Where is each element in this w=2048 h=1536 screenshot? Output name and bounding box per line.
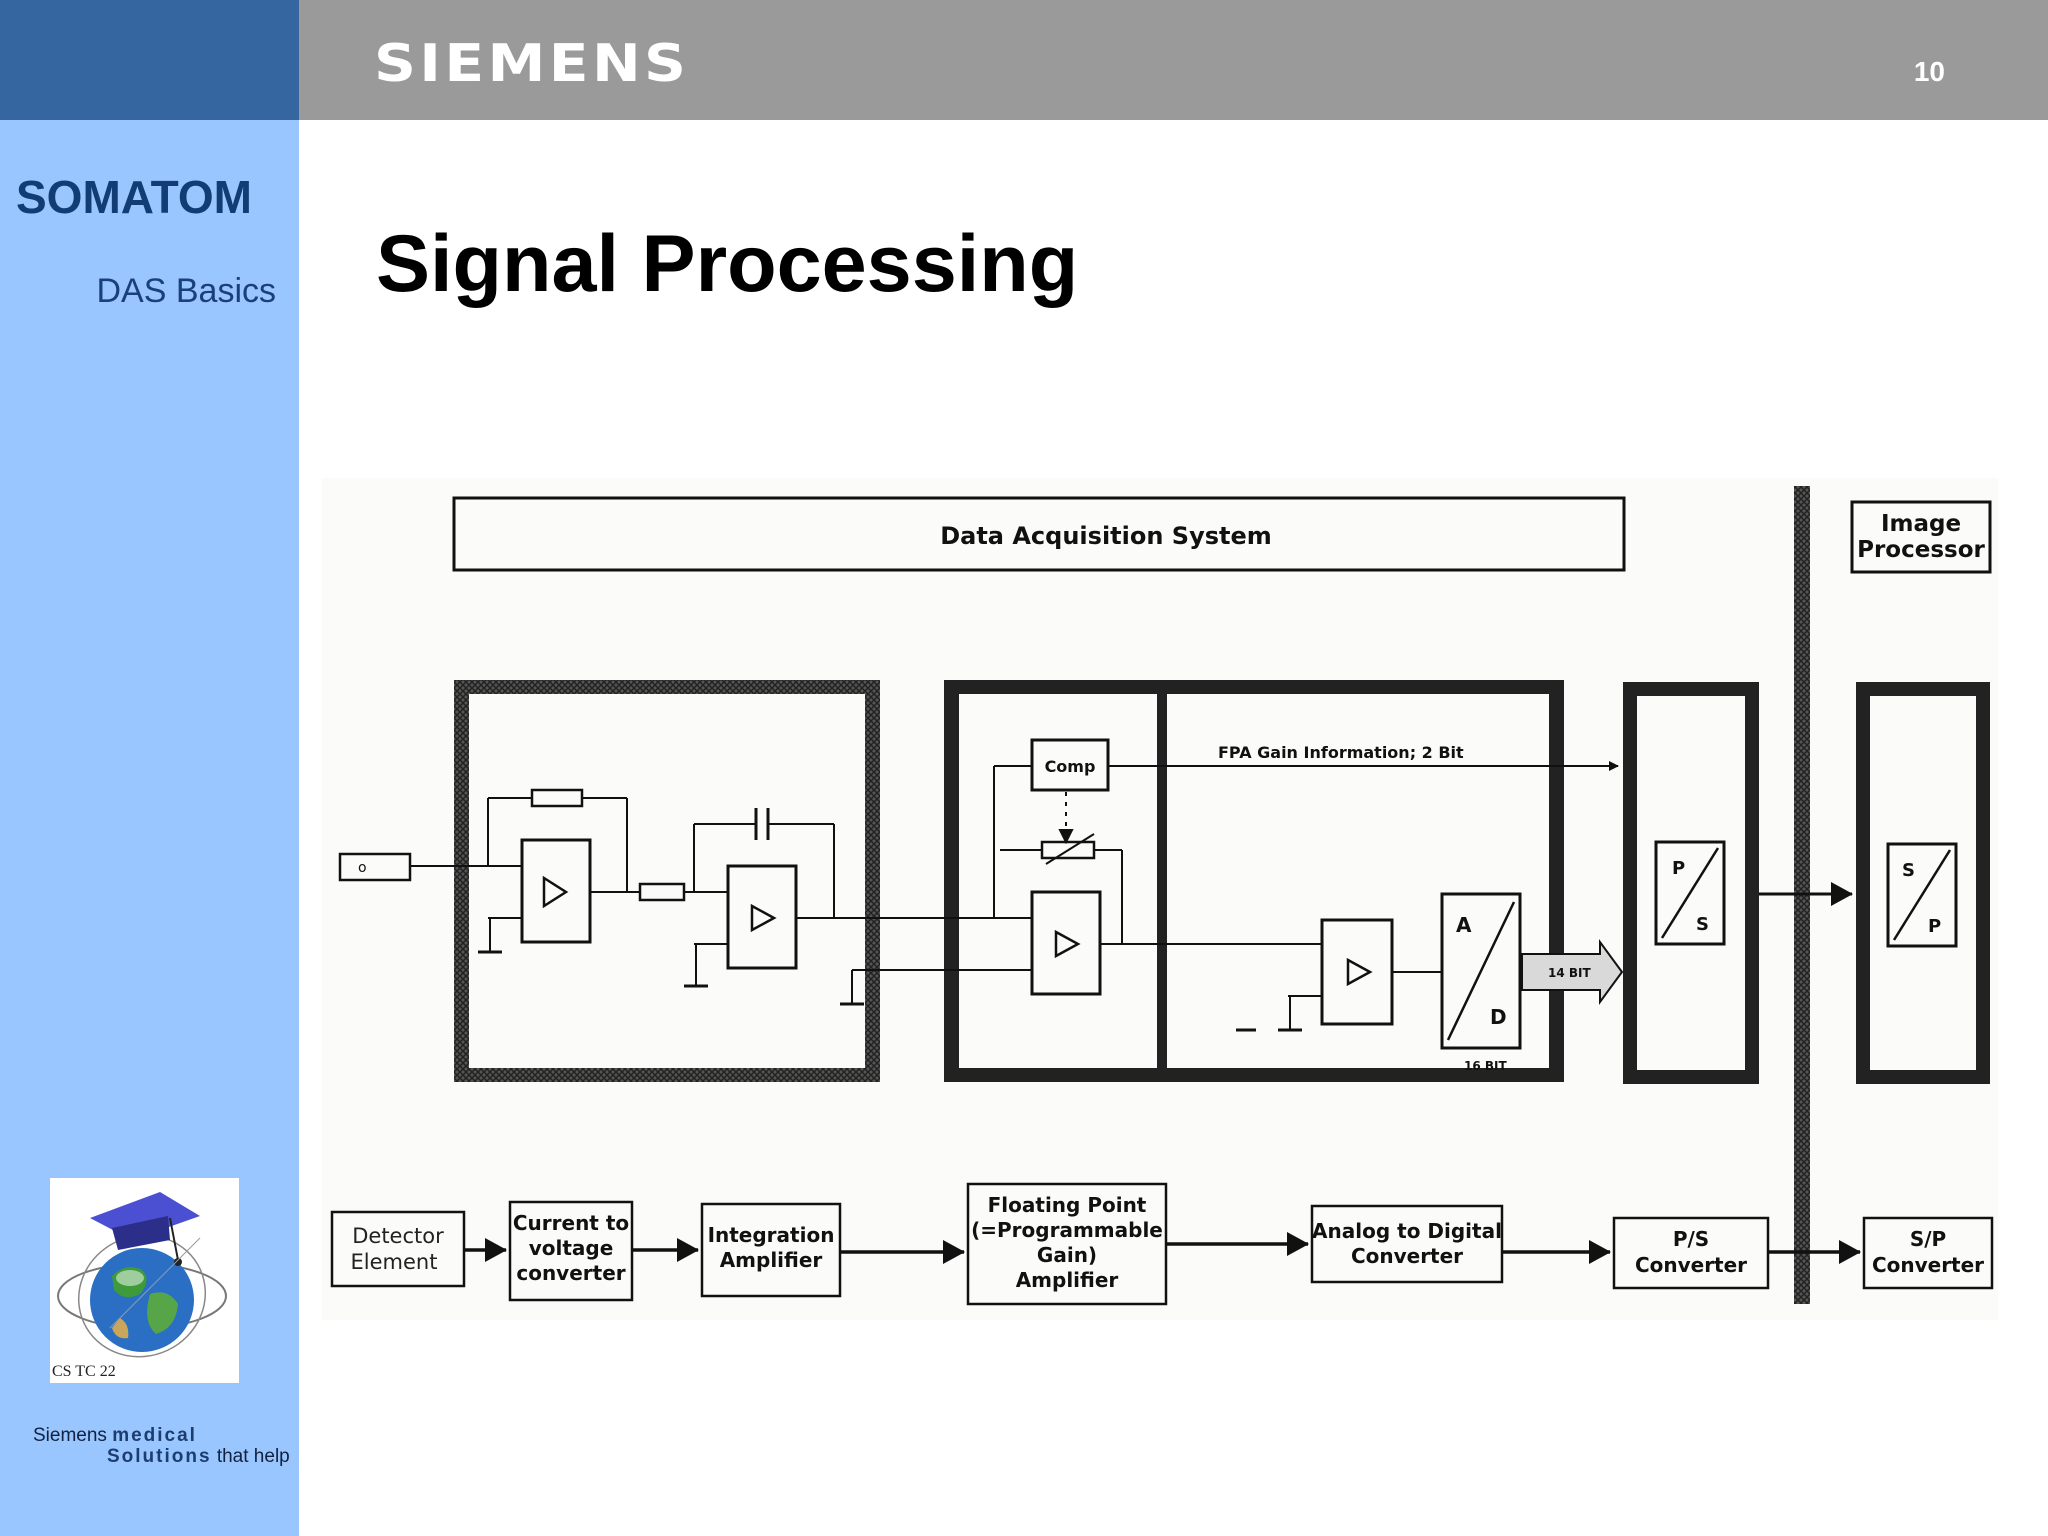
bits-16-label: 16 BIT [1464, 1059, 1507, 1073]
flow-block-detector: Detector Element [330, 1210, 466, 1288]
das-header-label: Data Acquisition System [940, 522, 1272, 550]
svg-text:Amplifier: Amplifier [720, 1248, 823, 1272]
page-number: 10 [1913, 56, 1945, 87]
ps-converter-symbol [1654, 840, 1726, 946]
svg-text:Element: Element [351, 1250, 438, 1274]
adc-a-label: A [1456, 913, 1472, 937]
svg-text:Converter: Converter [1872, 1253, 1984, 1277]
svg-text:Gain): Gain) [1037, 1243, 1097, 1267]
svg-text:Amplifier: Amplifier [1016, 1268, 1119, 1292]
svg-text:converter: converter [516, 1261, 625, 1285]
product-name: SOMATOM [16, 171, 252, 223]
flow-arrows [464, 1232, 1861, 1264]
detector-symbol-label: o [358, 860, 367, 876]
signal-processing-diagram: Data Acquisition System Image Processor … [322, 478, 1998, 1320]
image-processor-label-2: Processor [1857, 537, 1985, 563]
floating-point-amplifier-circuit [993, 738, 1619, 996]
sp-converter-symbol [1886, 842, 1958, 948]
footer-tagline-line2: Solutions that help [107, 1446, 290, 1467]
fpa-gain-label: FPA Gain Information; 2 Bit [1218, 743, 1464, 762]
flow-block-floating-point-amplifier: Floating Point (=Programmable Gain) Ampl… [966, 1182, 1168, 1306]
ps-s-label: S [1696, 914, 1709, 935]
siemens-logo: SIEMENS [374, 34, 690, 94]
diagram-canvas: Data Acquisition System Image Processor … [330, 486, 1994, 1306]
image-processor-label-1: Image [1881, 511, 1961, 537]
flow-block-current-to-voltage: Current to voltage converter [508, 1200, 634, 1302]
svg-text:Integration: Integration [708, 1223, 835, 1247]
ps-p-label: P [1672, 858, 1685, 879]
slide-title: Signal Processing [376, 219, 1079, 309]
adc-symbol [1440, 892, 1522, 1050]
das-header-box [452, 496, 1626, 572]
svg-text:Converter: Converter [1635, 1253, 1747, 1277]
board-frame-1 [454, 680, 880, 1082]
flow-block-integration-amplifier: Integration Amplifier [700, 1202, 842, 1298]
flow-block-sp-converter: S/P Converter [1862, 1216, 1994, 1290]
adc-d-label: D [1490, 1005, 1507, 1029]
detector-element-symbol [338, 852, 412, 882]
bus-14bit-arrow [1521, 938, 1624, 1006]
sp-s-label: S [1902, 860, 1915, 881]
svg-text:Detector: Detector [352, 1224, 444, 1248]
svg-text:Converter: Converter [1351, 1244, 1463, 1268]
module-name: DAS Basics [96, 272, 277, 310]
svg-text:Analog to Digital: Analog to Digital [1312, 1219, 1502, 1243]
emblem-label: CS TC 22 [52, 1363, 116, 1380]
image-processor-box [1850, 500, 1992, 574]
svg-text:(=Programmable: (=Programmable [971, 1218, 1163, 1242]
flow-block-ps-converter: P/S Converter [1612, 1216, 1770, 1290]
header-accent [0, 0, 299, 120]
svg-text:P/S: P/S [1673, 1227, 1709, 1251]
globe-cap-icon [57, 1192, 227, 1358]
header-bar [299, 0, 2048, 120]
svg-text:Floating Point: Floating Point [988, 1193, 1147, 1217]
graduation-globe-emblem: CS TC 22 [50, 1178, 239, 1383]
svg-text:Current to: Current to [513, 1211, 629, 1235]
svg-text:voltage: voltage [529, 1236, 614, 1260]
bits-14-label: 14 BIT [1548, 966, 1591, 980]
svg-text:S/P: S/P [1910, 1227, 1946, 1251]
board-frame-4 [1856, 682, 1990, 1084]
flow-block-adc: Analog to Digital Converter [1310, 1204, 1504, 1284]
sp-p-label: P [1928, 916, 1941, 937]
integration-amplifier-circuit [638, 808, 1024, 1006]
comp-label: Comp [1045, 757, 1096, 776]
adc-buffer-circuit [1236, 918, 1442, 1032]
board-frame-3 [1623, 682, 1759, 1084]
current-to-voltage-circuit [478, 788, 640, 954]
footer-tagline-line1: Siemens medical [33, 1425, 197, 1446]
